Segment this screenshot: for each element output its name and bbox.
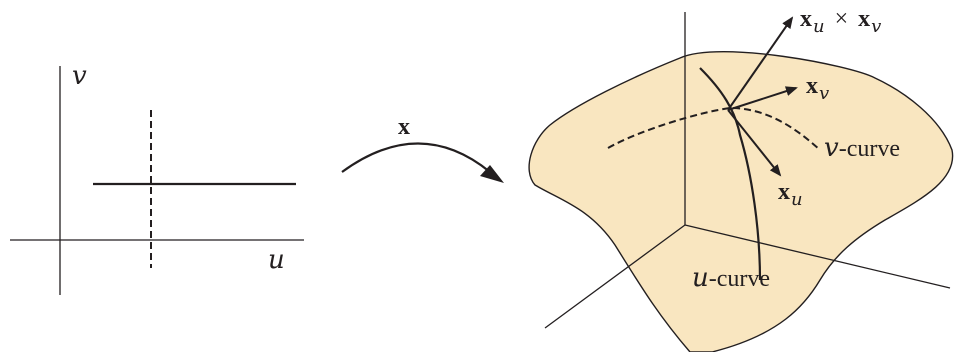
y-axis (684, 224, 951, 289)
u-curve-line (699, 67, 762, 281)
surface-panel: xu×xv xv xu v-curve u-curve (528, 6, 954, 352)
v-curve-line (607, 106, 821, 151)
u-axis-label: u (268, 245, 285, 275)
parameter-domain: v u (10, 61, 304, 295)
xv-label: xv (806, 73, 829, 104)
xu-vector (727, 109, 782, 177)
u-curve-label: u-curve (692, 263, 770, 293)
mapping-arrow: x (341, 114, 504, 183)
cross-product-vector (727, 16, 794, 111)
cross-product-label: xu×xv (800, 6, 881, 37)
surface-patch (528, 51, 954, 352)
mapping-label: x (398, 114, 410, 140)
xu-label: xu (778, 179, 803, 210)
mapping-arrowhead-icon (480, 165, 504, 183)
v-curve-label: v-curve (824, 133, 900, 163)
xv-vector (727, 86, 798, 111)
mapping-curve (341, 142, 491, 173)
v-axis-label: v (72, 61, 87, 91)
x-axis (544, 224, 686, 329)
